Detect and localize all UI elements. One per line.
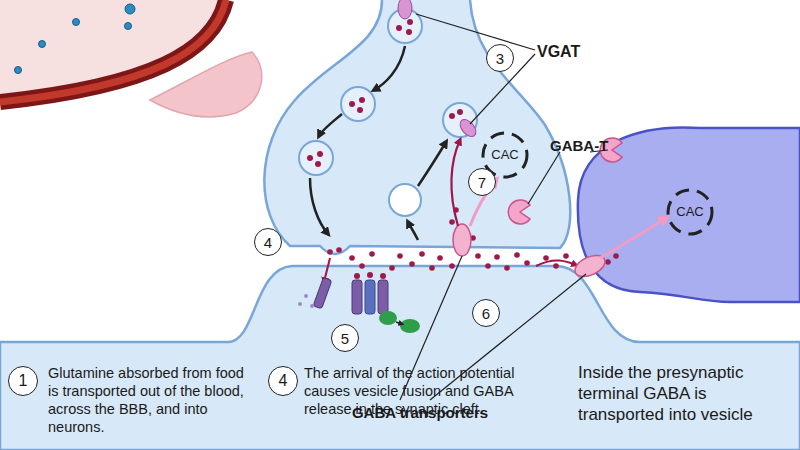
cycle-label: CAC [480,147,530,163]
presynaptic-terminal [264,0,570,254]
gaba-molecule [504,265,510,271]
gaba-transporter [453,224,471,256]
vgat-transporter [398,0,412,19]
leader-line [416,14,535,50]
step-description: The arrival of the action potential caus… [304,364,562,418]
metabolism-arrow [600,218,666,258]
glutamine-molecule [39,41,46,48]
signaling-protein [400,319,420,333]
gaba-molecule [369,251,375,257]
ion [310,304,314,308]
gaba-molecule [359,97,365,103]
glutamine-molecule [125,4,135,14]
leader-line [528,152,560,204]
gaba-molecule [449,263,455,269]
empty-vesicle [389,184,421,216]
gaba-molecule [354,273,360,279]
gaba-molecule [317,151,323,157]
gaba-molecule [397,253,403,259]
glutamine-molecule [125,23,132,30]
cycle-arrow [418,142,446,186]
receptor [365,280,375,314]
callout-text: 7 [478,175,486,190]
gaba-molecule [406,29,412,35]
gaba-molecule [327,249,333,255]
cycle-arrow [319,114,342,136]
gaba-molecule [524,260,530,266]
gaba-molecule [494,254,500,260]
gaba-molecule [357,107,363,113]
callout-text: 5 [341,331,349,346]
gaba-molecule [407,19,413,25]
callout-text: 6 [482,306,490,321]
ion [304,294,308,298]
callout-number: 6 [472,299,500,327]
callout-number: 5 [331,324,359,352]
signaling-protein [379,311,397,325]
callout-number: 4 [268,366,298,396]
callout-text: 4 [279,373,288,389]
step-description: Inside the presynaptic terminal GABA is … [578,362,796,425]
cycle-arrow [310,178,328,234]
gaba-molecule [315,161,321,167]
leader-line [430,274,586,400]
cycle-label: CAC [665,204,715,220]
vesicle [299,141,333,175]
callout-text: 1 [19,373,28,389]
callout-number: 1 [8,366,38,396]
glutamine-molecule [15,67,22,74]
glutamine-molecule [73,19,80,26]
gaba-molecule [485,263,491,269]
gaba-molecule [514,252,520,258]
gaba-molecule [389,265,395,271]
gaba-molecule [409,261,415,267]
gaba-molecule [605,259,611,265]
uptake-arrow [536,260,576,266]
gaba-molecule [437,255,443,261]
gaba-molecule [457,109,463,115]
callout-text: 3 [496,51,504,66]
receptor [313,278,332,309]
signal-arrow [396,322,402,324]
gaba-molecule [367,272,373,278]
uptake-arrow [451,140,460,226]
gaba-molecule [429,265,435,271]
callout-number: 3 [486,44,514,72]
enzyme-label: GABA-T [550,137,620,154]
step-description: Glutamine absorbed from food is transpor… [48,364,258,436]
cycle-arrow [408,222,418,240]
vesicle [341,87,375,121]
gaba-molecule [613,253,619,259]
gaba-molecule [380,273,386,279]
gaba-molecule [349,101,355,107]
callout-number: 7 [468,168,496,196]
gaba-molecule [396,25,402,31]
gaba-molecule [543,255,549,261]
receptor [352,280,362,314]
gaba-molecule [336,247,342,253]
gaba-molecule [419,251,425,257]
glial-cell [578,127,800,302]
gaba-molecule [553,263,559,269]
callout-text: 4 [264,235,272,250]
astrocyte-endfoot [150,52,262,117]
gaba-molecule [359,263,365,269]
callout-number: 4 [254,228,282,256]
gaba-molecule [449,219,455,225]
gaba-t-enzyme [508,200,530,224]
gaba-molecule [349,255,355,261]
gaba-molecule [563,253,569,259]
vgat-label: VGAT [537,43,607,61]
cycle-arrow [374,46,405,90]
receptor [378,280,388,314]
gaba-molecule [449,113,455,119]
gaba-molecule [475,253,481,259]
gaba-molecule [307,155,313,161]
ion [298,302,302,306]
vgat-transporter [457,116,479,139]
